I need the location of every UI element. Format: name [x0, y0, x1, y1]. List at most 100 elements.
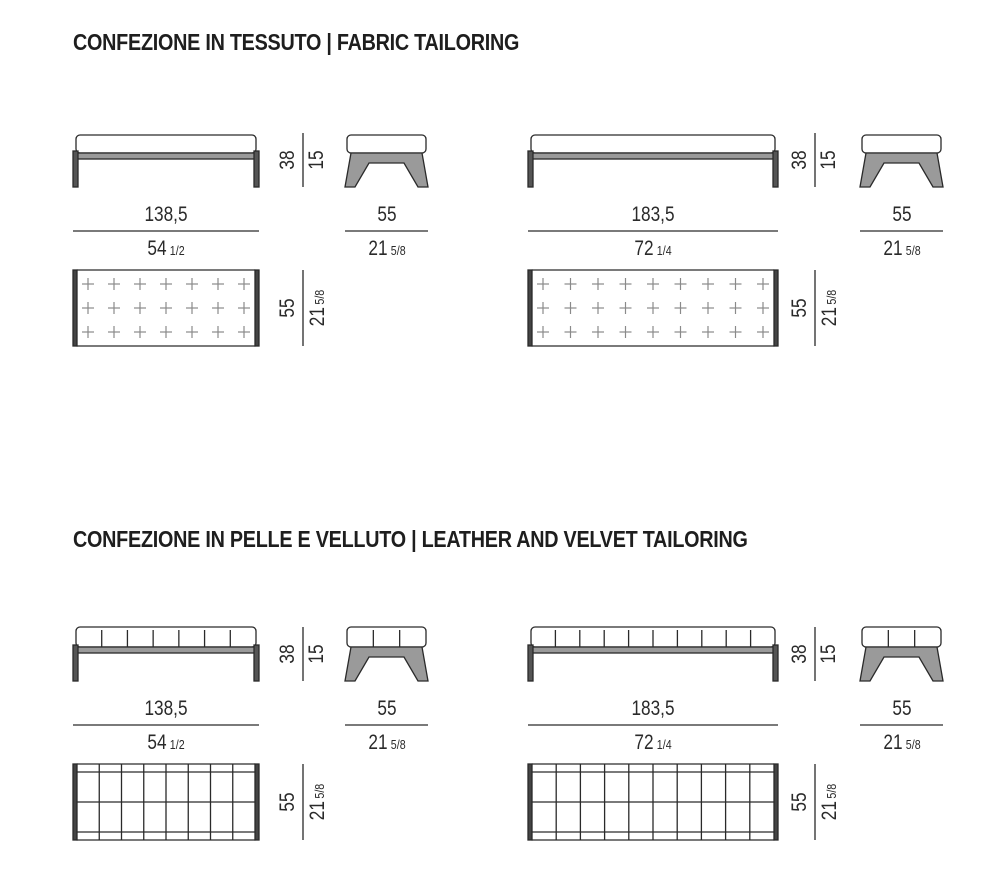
tuft-cross: [702, 302, 714, 314]
bench-side-view: [527, 133, 944, 347]
stool-depth-cm: 55: [377, 697, 396, 721]
width-cm-value: 183,5: [631, 697, 675, 720]
width-inches-fraction: 1/4: [656, 737, 672, 752]
tuft-cross: [729, 302, 742, 314]
stool-frame: [344, 152, 429, 188]
tuft-cross: [592, 278, 604, 290]
top-depth-cm: 55: [276, 792, 300, 811]
bench-side-view: [72, 626, 429, 841]
width-cm-value: 183,5: [631, 203, 675, 226]
width-inches-fraction: 1/2: [169, 243, 185, 258]
tuft-cross: [647, 326, 659, 338]
tuft-cross: [238, 326, 250, 338]
stool-depth-inches-fraction: 5/8: [905, 243, 921, 258]
height-dimension-value: 38: [788, 644, 811, 664]
tuft-cross: [134, 302, 146, 314]
top-depth-inches: 215/8: [818, 784, 842, 820]
bench-side-view: [527, 626, 944, 841]
tuft-cross: [537, 278, 549, 290]
bench-top-end: [254, 269, 260, 347]
tuft-cross: [537, 326, 549, 338]
stool-frame: [344, 646, 429, 682]
seat-thickness-dimension-value: 15: [305, 644, 328, 664]
tuft-cross: [647, 302, 659, 314]
tuft-cross: [674, 302, 687, 314]
tuft-cross: [160, 302, 172, 314]
bench-top-end: [773, 763, 779, 841]
tuft-cross: [564, 326, 577, 338]
width-cm: 183,5: [631, 203, 674, 227]
tuft-cross: [82, 302, 94, 314]
width-inches-fraction: 1/4: [656, 243, 672, 258]
width-cm: 183,5: [631, 697, 674, 721]
seat-thickness-dimension: 15: [305, 644, 329, 663]
tuft-cross: [757, 278, 769, 290]
tuft-cross: [702, 326, 714, 338]
stool-depth-cm-value: 55: [891, 203, 912, 226]
stool-seat: [861, 626, 942, 648]
tuft-cross: [108, 326, 120, 338]
stool-depth-inches-value: 21: [882, 237, 903, 260]
top-depth-inches-fraction: 5/8: [312, 783, 327, 799]
tuft-cross: [134, 326, 146, 338]
bench-top-end: [527, 763, 533, 841]
stool-depth-cm: 55: [892, 697, 911, 721]
bench-top-end: [72, 763, 78, 841]
tuft-cross: [619, 278, 632, 290]
tuft-cross: [702, 278, 714, 290]
width-inches-value: 72: [634, 731, 654, 754]
stool-depth-inches-fraction: 5/8: [390, 737, 406, 752]
height-dimension: 38: [276, 644, 300, 663]
bench-leg: [527, 644, 534, 682]
width-inches-value: 54: [147, 237, 167, 260]
tuft-cross: [238, 278, 250, 290]
stool-frame: [859, 152, 944, 188]
tuft-cross: [592, 326, 604, 338]
stool-depth-cm-value: 55: [376, 203, 397, 226]
tuft-cross: [564, 302, 577, 314]
stool-depth-cm: 55: [892, 203, 911, 227]
tuft-cross: [729, 278, 742, 290]
tuft-cross: [647, 278, 659, 290]
bench-leg: [772, 150, 779, 188]
stool-depth-cm-value: 55: [891, 697, 912, 720]
bench-rail: [76, 646, 256, 654]
bench-top-end: [773, 269, 779, 347]
bench-leg: [253, 644, 260, 682]
tuft-cross: [186, 326, 198, 338]
top-depth-inches-value: 21: [818, 801, 841, 821]
width-cm: 138,5: [144, 203, 187, 227]
bench-top-end: [72, 269, 78, 347]
stool-depth-inches-value: 21: [367, 731, 388, 754]
width-inches-value: 54: [147, 731, 167, 754]
tuft-cross: [757, 326, 769, 338]
stool-depth-inches-fraction: 5/8: [905, 737, 921, 752]
tuft-cross: [134, 278, 146, 290]
stool-depth-inches-value: 21: [882, 731, 903, 754]
tuft-cross: [619, 326, 632, 338]
seat-thickness-dimension-value: 15: [817, 644, 840, 664]
top-depth-cm-value: 55: [276, 792, 299, 812]
tuft-cross: [212, 326, 224, 338]
tuft-cross: [212, 278, 224, 290]
bench-leg: [527, 150, 534, 188]
stool-depth-cm-value: 55: [376, 697, 397, 720]
bench-seat: [75, 626, 257, 648]
tuft-cross: [186, 278, 198, 290]
bench-leg: [72, 644, 79, 682]
width-inches-value: 72: [634, 237, 654, 260]
top-depth-inches: 215/8: [306, 784, 330, 820]
tuft-cross: [108, 278, 120, 290]
tuft-cross: [186, 302, 198, 314]
width-inches-fraction: 1/2: [169, 737, 185, 752]
tuft-cross: [537, 302, 549, 314]
stool-frame: [859, 646, 944, 682]
